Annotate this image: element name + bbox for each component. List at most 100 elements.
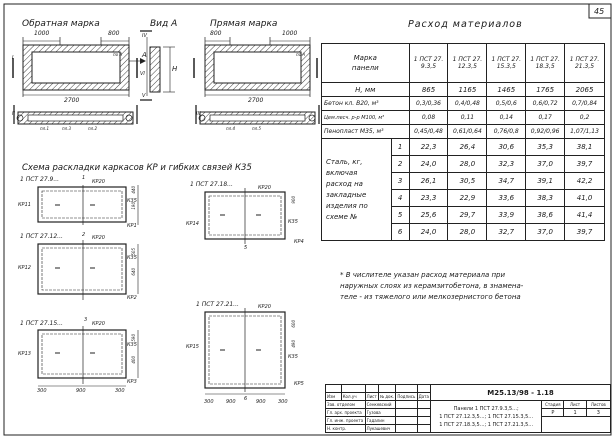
steel-4-4: 38,3	[525, 189, 566, 207]
stamp-h-list: Лист	[364, 392, 379, 401]
h-row: Н, мм 865 1165 1465 1765 2065	[321, 82, 605, 97]
sheet-frame	[3, 3, 612, 436]
steel-scheme-2: 2	[390, 155, 410, 173]
stamp-blank-1	[325, 384, 342, 393]
stamp-r3-sign	[395, 416, 418, 425]
mark-header-1: Марка	[353, 54, 377, 62]
steel-3-5: 42,2	[564, 172, 605, 190]
dim-1000-direct: 1000	[282, 30, 298, 37]
stamp-h-kol: Кол.уч	[340, 392, 366, 401]
mark-pa-4: по А	[113, 52, 123, 57]
stamp-r4-sign	[395, 424, 418, 433]
scheme-p2-label: 1 ПСТ 27.12...	[20, 233, 63, 240]
steel-6-3: 32,7	[486, 223, 527, 241]
scheme-p3-d2: 900	[76, 388, 86, 394]
concrete-num-2: 0,4	[454, 100, 465, 107]
stamp-blank-6	[416, 384, 432, 393]
scheme-side-dim-6: 400	[131, 356, 136, 364]
foam-label: Пенопласт М35, м³	[321, 124, 410, 139]
mark-h: Н	[172, 65, 178, 73]
stamp-row-4: Н. контр. Лукашевич	[325, 424, 611, 433]
scheme-p5-kr: КР15	[186, 344, 199, 350]
pl-5: пл.5	[252, 126, 261, 131]
title-block: М25.13/98 - 1.18 Изм Кол.уч Лист № док. …	[325, 384, 612, 433]
steel-6-1: 24,0	[408, 223, 449, 241]
steel-5-3: 33,9	[486, 206, 527, 224]
stamp-title-2: 1 ПСТ 27.12.3,5...; 1 ПСТ 27.15.3,5...	[439, 413, 534, 420]
scheme-panel-1	[37, 185, 139, 225]
scheme-p5-n: 6	[244, 396, 248, 402]
scheme-side-dim-3: 505	[131, 248, 136, 256]
scheme-p1-k1: КР1	[127, 223, 137, 229]
steel-4-5: 41,0	[564, 189, 605, 207]
pl-3: пл.3	[62, 126, 71, 131]
footnote-line-1: * В числителе указан расход материала пр…	[340, 271, 506, 279]
steel-2-3: 32,3	[486, 155, 527, 173]
cement-value-1: 0,08	[408, 110, 449, 125]
stamp-row-1: Зав. отделом Сенкевский Панели 1 ПСТ 27.…	[325, 400, 612, 433]
stamp-r3-name: Гадалин	[364, 416, 397, 425]
sheet-number: 45	[594, 7, 605, 16]
scheme-p3-d1: 300	[37, 388, 47, 394]
steel-row-1: Сталь, кг, включая расход на закладные и…	[321, 138, 605, 241]
mark-vi: VI	[140, 71, 145, 77]
scheme-p3-n: 3	[84, 317, 88, 323]
mark-iv: IV	[142, 33, 147, 39]
scheme-p5-d4: 300	[278, 399, 288, 405]
mark-header: Марка панели	[321, 43, 410, 83]
stamp-stage-v: Р	[541, 408, 565, 417]
scheme-p3-d3: 300	[115, 388, 125, 394]
materials-header-row: Марка панели 1 ПСТ 27. 9.3,5 1 ПСТ 27. 1…	[321, 43, 605, 83]
steel-scheme-4: 4	[390, 189, 410, 207]
dim-2700-direct: 2700	[248, 97, 264, 104]
stamp-org	[541, 416, 611, 433]
concrete-row: Бетон кл. В20, м³ 0,3/0,36 0,4/0,48 0,5/…	[321, 96, 605, 111]
steel-5-4: 38,6	[525, 206, 566, 224]
stamp-stage-h: Стадия	[541, 400, 565, 409]
cement-value-4: 0,17	[525, 110, 566, 125]
dim-1000-reverse: 1000	[34, 30, 50, 37]
concrete-num-4: 0,6	[532, 100, 543, 107]
foam-den-3: 0,8	[509, 128, 519, 135]
scheme-p4-label: 1 ПСТ 27.18...	[190, 181, 233, 188]
steel-row-6: 6 24,0 28,0 32,7 37,0 39,7	[322, 223, 605, 241]
materials-title: Расход материалов	[408, 19, 523, 30]
foam-value-1: 0,45/0,48	[408, 124, 449, 139]
concrete-label: Бетон кл. В20, м³	[321, 96, 410, 111]
scheme-p3-k: К35	[127, 342, 137, 348]
scheme-p3-kr: КР13	[18, 351, 31, 357]
view-a-drawing	[140, 30, 175, 101]
foam-num-5: 1,07	[570, 128, 584, 135]
steel-3-1: 26,1	[408, 172, 449, 190]
h-value-5: 2065	[564, 82, 605, 97]
foam-value-3: 0,76/0,8	[486, 124, 527, 139]
stamp-header-row: Изм Кол.уч Лист № док. Подпись Дата	[325, 392, 611, 401]
concrete-den-5: 0,84	[583, 100, 597, 107]
concrete-den-3: 0,6	[507, 100, 517, 107]
scheme-p3-k1: КР3	[127, 379, 137, 385]
steel-4-1: 23,3	[408, 189, 449, 207]
concrete-den-1: 0,36	[427, 100, 441, 107]
stamp-r1-role: Зав. отделом	[325, 400, 366, 409]
scheme-p4-k1: КР4	[294, 239, 304, 245]
scheme-panel-5	[204, 308, 286, 395]
steel-scheme-5: 5	[390, 206, 410, 224]
scheme-panel-2	[37, 240, 139, 300]
stamp-r4-role: Н. контр.	[325, 424, 366, 433]
steel-1-1: 22,3	[408, 138, 449, 156]
h-value-3: 1465	[486, 82, 527, 97]
steel-label: Сталь, кг, включая расход на закладные и…	[321, 138, 392, 241]
scheme-p2-k: К35	[127, 255, 137, 261]
steel-2-4: 37,0	[525, 155, 566, 173]
steel-scheme-1: 1	[390, 138, 410, 156]
scheme-side-dim-8: 600	[291, 320, 296, 328]
mark-pa-5: по А	[296, 52, 306, 57]
foam-value-2: 0,61/0,64	[447, 124, 488, 139]
steel-scheme-3: 3	[390, 172, 410, 190]
h-value-4: 1765	[525, 82, 566, 97]
stamp-title-3: 1 ПСТ 27.18.3,5...; 1 ПСТ 27.21.3,5...	[439, 421, 534, 428]
panel-col-4: 1 ПСТ 27. 18.3,5	[525, 43, 566, 83]
h-label: Н, мм	[321, 82, 410, 97]
steel-5-1: 25,6	[408, 206, 449, 224]
